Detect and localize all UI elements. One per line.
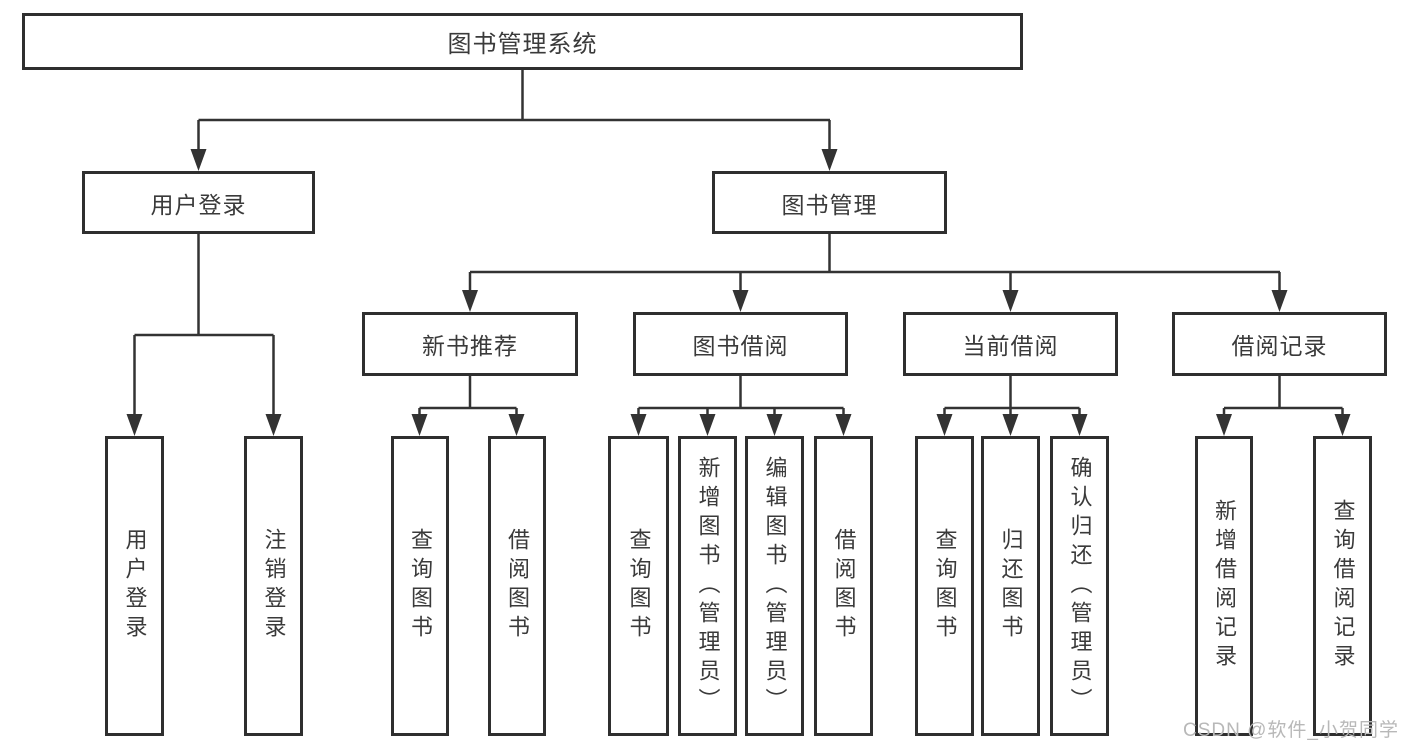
csdn-watermark: CSDN @软件_小贺同学 <box>1183 720 1399 741</box>
leaf-label: 用户登录 <box>122 528 148 644</box>
leaf-label: 新增借阅记录 <box>1212 499 1237 673</box>
leaf-label: 查询图书 <box>408 528 433 644</box>
leaf-label: 借阅图书 <box>505 528 530 644</box>
connector-borrowrecord-to-leaves <box>1216 376 1351 436</box>
leaf-label: 新增图书（管理员） <box>695 455 721 717</box>
connector-bookmgmt-to-level3 <box>462 233 1288 312</box>
node-new-book-recommend: 新书推荐 <box>362 312 578 376</box>
connector-newbook-to-leaves <box>411 376 525 436</box>
leaf-borrow-edit-book-admin: 编辑图书（管理员） <box>745 436 804 736</box>
connector-root-to-level2 <box>190 70 838 171</box>
leaf-borrow-add-book-admin: 新增图书（管理员） <box>678 436 737 736</box>
node-book-management: 图书管理 <box>712 171 947 234</box>
leaf-current-query-book: 查询图书 <box>915 436 974 736</box>
leaf-logout: 注销登录 <box>244 436 303 736</box>
leaf-label: 查询图书 <box>932 528 958 644</box>
connector-userlogin-to-leaves <box>126 234 282 436</box>
leaf-record-add-borrow-record: 新增借阅记录 <box>1195 436 1253 736</box>
leaf-label: 查询借阅记录 <box>1330 499 1356 673</box>
leaf-label: 确认归还（管理员） <box>1067 455 1093 717</box>
leaf-newbook-borrow-book: 借阅图书 <box>488 436 546 736</box>
leaf-current-confirm-return-admin: 确认归还（管理员） <box>1050 436 1109 736</box>
leaf-borrow-query-book: 查询图书 <box>608 436 669 736</box>
leaf-label: 查询图书 <box>626 528 652 644</box>
node-book-borrow: 图书借阅 <box>633 312 848 376</box>
node-library-management-system: 图书管理系统 <box>22 13 1023 70</box>
leaf-label: 编辑图书（管理员） <box>762 455 788 717</box>
leaf-current-return-book: 归还图书 <box>981 436 1040 736</box>
node-borrow-record: 借阅记录 <box>1172 312 1387 376</box>
node-user-login: 用户登录 <box>82 171 315 234</box>
leaf-newbook-query-book: 查询图书 <box>391 436 449 736</box>
leaf-label: 归还图书 <box>998 528 1024 644</box>
node-current-borrow: 当前借阅 <box>903 312 1118 376</box>
leaf-user-login: 用户登录 <box>105 436 164 736</box>
connector-bookborrow-to-leaves <box>630 376 852 436</box>
leaf-label: 注销登录 <box>261 528 287 644</box>
leaf-label: 借阅图书 <box>831 528 857 644</box>
connector-currentborrow-to-leaves <box>936 376 1088 436</box>
leaf-borrow-borrow-book: 借阅图书 <box>814 436 873 736</box>
leaf-record-query-borrow-record: 查询借阅记录 <box>1313 436 1372 736</box>
